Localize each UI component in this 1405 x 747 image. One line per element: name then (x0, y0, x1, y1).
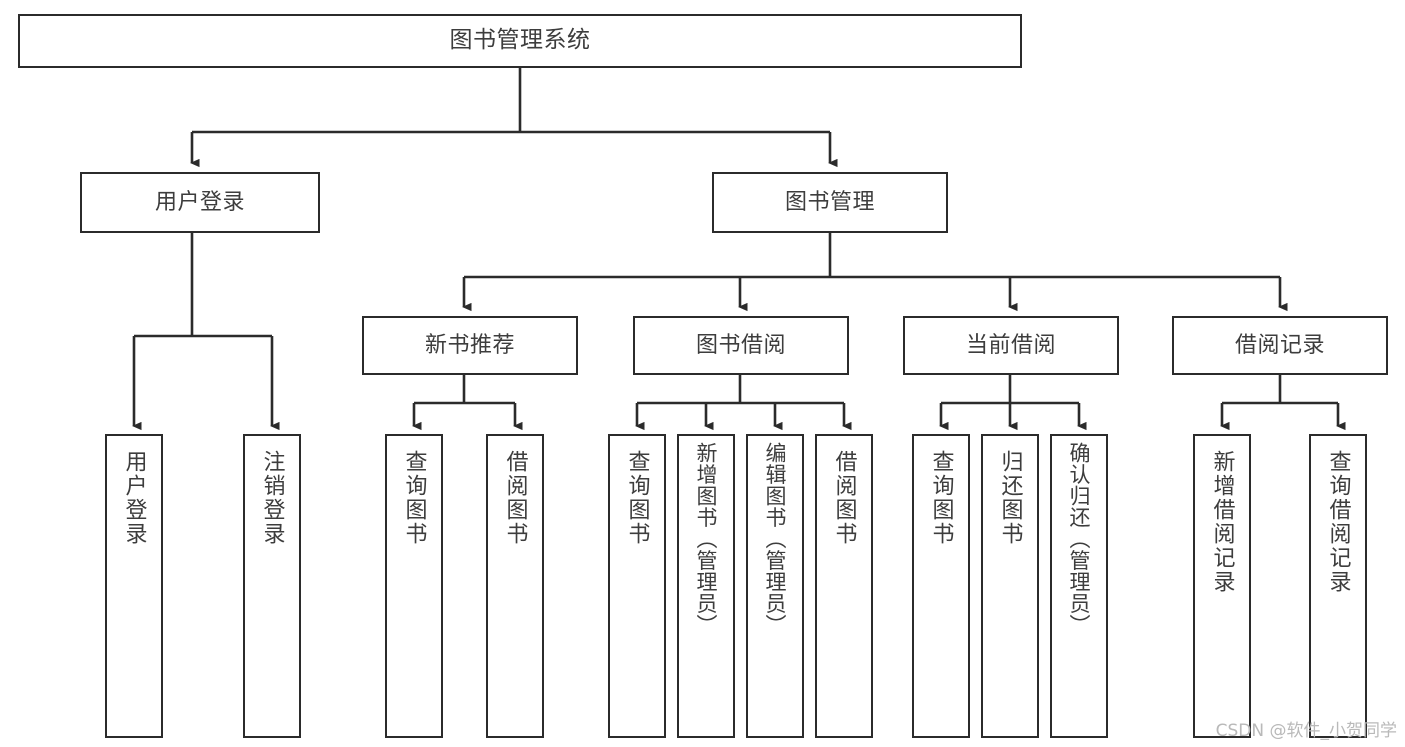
node-label: 新增借阅记录 (1209, 450, 1235, 594)
node-label: 查询图书 (401, 450, 427, 546)
leaf-user-login-logout[interactable]: 注销登录 (243, 434, 301, 738)
node-new-book-recommend[interactable]: 新书推荐 (362, 316, 578, 375)
csdn-watermark: CSDN @软件_小贺同学 (1215, 721, 1397, 741)
leaf-current-borrow-return-book[interactable]: 归还图书 (981, 434, 1039, 738)
leaf-book-borrow-add-book-admin[interactable]: 新增图书（管理员） (677, 434, 735, 738)
node-label: 借阅图书 (502, 450, 528, 546)
node-label: 用户登录 (121, 450, 147, 546)
node-label: 查询图书 (928, 450, 954, 546)
leaf-borrow-records-add-record[interactable]: 新增借阅记录 (1193, 434, 1251, 738)
node-book-management[interactable]: 图书管理 (712, 172, 948, 233)
node-label: 确认归还（管理员） (1067, 442, 1092, 636)
leaf-current-borrow-confirm-return-admin[interactable]: 确认归还（管理员） (1050, 434, 1108, 738)
node-label: 当前借阅 (965, 332, 1056, 358)
leaf-user-login-login[interactable]: 用户登录 (105, 434, 163, 738)
leaf-borrow-records-query-record[interactable]: 查询借阅记录 (1309, 434, 1367, 738)
leaf-new-book-query-book[interactable]: 查询图书 (385, 434, 443, 738)
node-label: 图书管理 (784, 189, 875, 215)
leaf-book-borrow-edit-book-admin[interactable]: 编辑图书（管理员） (746, 434, 804, 738)
leaf-new-book-borrow-book[interactable]: 借阅图书 (486, 434, 544, 738)
node-label: 图书借阅 (695, 332, 786, 358)
leaf-book-borrow-borrow-book[interactable]: 借阅图书 (815, 434, 873, 738)
node-label: 新书推荐 (424, 332, 515, 358)
leaf-book-borrow-query-book[interactable]: 查询图书 (608, 434, 666, 738)
node-label: 借阅记录 (1234, 332, 1325, 358)
node-label: 图书管理系统 (449, 27, 591, 54)
node-label: 借阅图书 (831, 450, 857, 546)
node-label: 查询图书 (624, 450, 650, 546)
node-label: 查询借阅记录 (1325, 450, 1351, 594)
node-label: 归还图书 (997, 450, 1023, 546)
node-label: 新增图书（管理员） (694, 442, 719, 636)
node-label: 用户登录 (154, 189, 245, 215)
node-current-borrow[interactable]: 当前借阅 (903, 316, 1119, 375)
node-label: 编辑图书（管理员） (763, 442, 788, 636)
node-root-book-management-system[interactable]: 图书管理系统 (18, 14, 1022, 68)
node-book-borrow[interactable]: 图书借阅 (633, 316, 849, 375)
node-user-login[interactable]: 用户登录 (80, 172, 320, 233)
node-borrow-records[interactable]: 借阅记录 (1172, 316, 1388, 375)
leaf-current-borrow-query-book[interactable]: 查询图书 (912, 434, 970, 738)
node-label: 注销登录 (259, 450, 285, 546)
